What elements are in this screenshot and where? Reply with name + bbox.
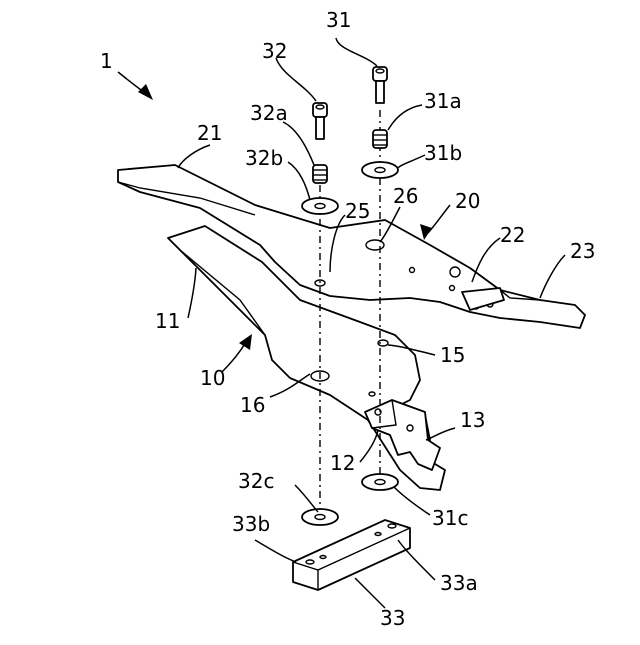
label-21: 21 [197,121,222,145]
arrow-1 [118,72,153,100]
label-31c: 31c [432,506,468,530]
label-32b: 32b [245,146,283,170]
label-16: 16 [240,393,265,417]
washer-31b [362,162,398,178]
label-32c: 32c [238,469,274,493]
label-1: 1 [100,49,113,73]
block-33 [293,520,410,590]
label-31: 31 [326,8,351,32]
screw-32 [313,103,327,139]
label-11: 11 [155,309,180,333]
label-33: 33 [380,606,405,630]
label-13: 13 [460,408,485,432]
arrow-20 [420,205,450,240]
label-25: 25 [345,199,370,223]
label-20: 20 [455,189,480,213]
label-33b: 33b [232,512,270,536]
label-31a: 31a [424,89,462,113]
screw-31 [373,67,387,103]
label-15: 15 [440,343,465,367]
washer-32b [302,198,338,214]
arrow-10 [222,334,252,372]
label-33a: 33a [440,571,478,595]
label-32: 32 [262,39,287,63]
spring-31a [373,130,387,148]
spring-32a [313,165,327,183]
label-32a: 32a [250,101,288,125]
label-26: 26 [393,184,418,208]
washer-32c [302,509,338,525]
label-23: 23 [570,239,595,263]
washer-31c [362,474,398,490]
label-22: 22 [500,223,525,247]
label-31b: 31b [424,141,462,165]
label-10: 10 [200,366,225,390]
label-12: 12 [330,451,355,475]
